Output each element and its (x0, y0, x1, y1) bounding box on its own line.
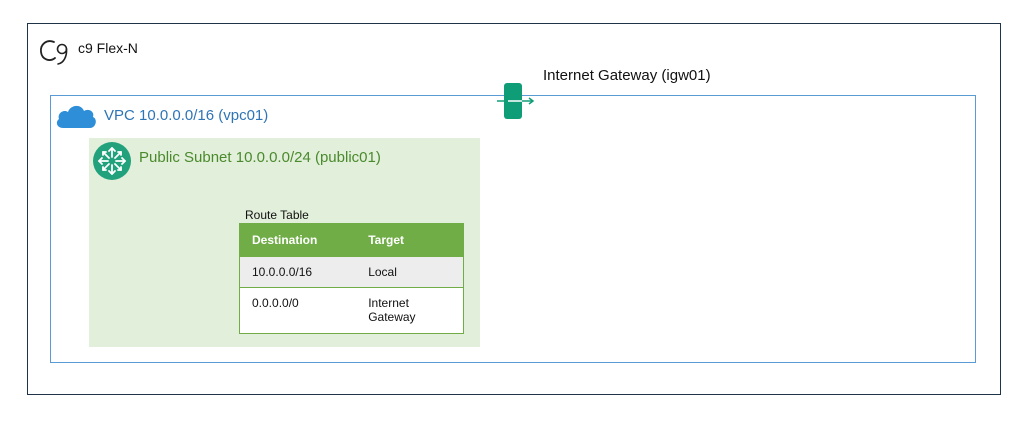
route-target: Local (356, 256, 464, 288)
table-row: 10.0.0.0/16 Local (239, 256, 464, 288)
route-target: Internet Gateway (356, 287, 464, 334)
vpc-label: VPC 10.0.0.0/16 (vpc01) (104, 107, 269, 124)
router-icon (93, 142, 131, 180)
route-destination: 0.0.0.0/0 (239, 287, 357, 334)
table-row: 0.0.0.0/0 Internet Gateway (239, 287, 464, 334)
route-table: Destination Target 10.0.0.0/16 Local 0.0… (239, 223, 464, 334)
header-target: Target (356, 223, 464, 257)
internet-gateway-icon (497, 83, 535, 119)
route-destination: 10.0.0.0/16 (239, 256, 357, 288)
route-table-caption: Route Table (245, 208, 309, 222)
gateway-label: Internet Gateway (igw01) (543, 67, 711, 84)
header-destination: Destination (239, 223, 357, 257)
subnet-label: Public Subnet 10.0.0.0/24 (public01) (139, 149, 381, 166)
cloud-icon (56, 105, 96, 128)
c9-logo-icon (40, 40, 68, 65)
account-frame (27, 23, 1001, 395)
account-title: c9 Flex-N (78, 40, 138, 56)
route-table-header-row: Destination Target (239, 223, 464, 257)
